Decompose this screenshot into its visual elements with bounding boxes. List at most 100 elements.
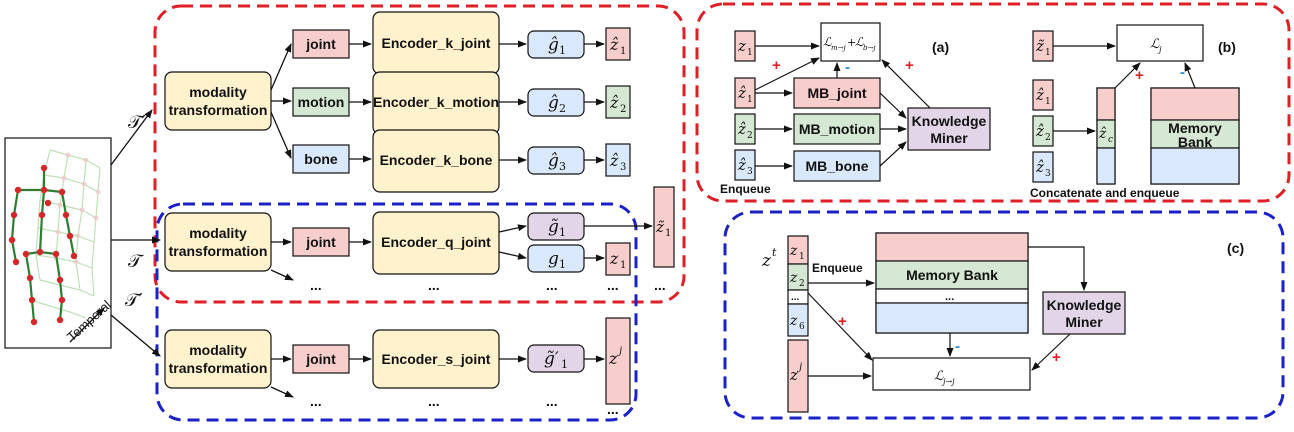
svg-text:b→j: b→j (863, 44, 876, 52)
z-hat-3-top (605, 143, 631, 177)
svg-text:...: ... (428, 393, 440, 409)
svg-text:ĝ: ĝ (548, 93, 559, 113)
svg-text:z: z (789, 270, 798, 286)
svg-text:g: g (548, 249, 559, 269)
panel-a: (a) ℒ m→j + ℒ b→j z 1 ẑ 1 ẑ 2 ẑ 3 MB_joi… (720, 22, 991, 196)
mb-bone (793, 150, 881, 182)
svg-text:transformation: transformation (169, 243, 268, 259)
plus-sign: + (905, 57, 914, 74)
minus-sign: - (955, 338, 960, 355)
svg-text:ℒ: ℒ (855, 35, 864, 49)
svg-text:3: 3 (559, 160, 566, 173)
panel-a-zh3 (734, 149, 756, 181)
svg-text:...: ... (654, 277, 666, 293)
modality-transformation-top (164, 71, 272, 131)
svg-text:ẑ: ẑ (609, 93, 619, 112)
loss-j-box (1116, 24, 1204, 62)
svg-text:1: 1 (747, 95, 753, 105)
svg-text:ẑ: ẑ (609, 35, 619, 54)
svg-text:Bank: Bank (1178, 134, 1212, 150)
svg-text:ĝ: ĝ (548, 151, 559, 171)
svg-text:transformation: transformation (169, 360, 268, 376)
motion-box-top (292, 87, 350, 117)
svg-text:z: z (789, 366, 798, 384)
svg-text:z: z (609, 249, 619, 268)
z-1-mid (605, 242, 631, 276)
knowledge-miner-c (1042, 291, 1126, 335)
panel-ab-border (695, 2, 1291, 203)
svg-text:...: ... (546, 393, 558, 409)
svg-text:1: 1 (559, 258, 566, 271)
panel-b: (b) ℒ j z̃ 1 ẑ 1 ẑ 2 ẑ 3 ẑ c Memory Bank… (1030, 24, 1240, 200)
svg-text:Encoder_q_joint: Encoder_q_joint (381, 234, 491, 250)
svg-text:g̃′: g̃′ (544, 349, 559, 369)
concat-enqueue-caption: Concatenate and enqueue (1030, 186, 1180, 200)
t-prime-bottom-label: 𝒯′ (125, 290, 143, 311)
svg-text:z: z (737, 37, 746, 55)
svg-text:2: 2 (799, 279, 805, 289)
svg-text:c: c (1108, 135, 1113, 145)
svg-text:3: 3 (1045, 169, 1051, 179)
svg-text:j: j (1157, 45, 1162, 54)
svg-text:z̃: z̃ (1035, 37, 1044, 55)
enqueue-label-a: Enqueue (720, 182, 771, 196)
mid-branch: modality transformation joint Encoder_q_… (164, 186, 675, 293)
svg-text:modality: modality (189, 84, 247, 100)
mb-motion (793, 113, 881, 145)
panel-b-zh3 (1032, 151, 1054, 183)
z-j-column-bottom (605, 317, 631, 405)
joint-box-bottom (292, 344, 350, 374)
svg-text:ẑ: ẑ (1035, 86, 1044, 104)
svg-text:...: ... (607, 401, 619, 417)
svg-text:MB_bone: MB_bone (806, 158, 869, 174)
svg-text:ℒ: ℒ (1150, 37, 1160, 52)
svg-text:2: 2 (1045, 133, 1051, 143)
bone-box-top (292, 144, 350, 174)
joint-box-mid (292, 227, 350, 257)
plus-sign: + (1052, 349, 1061, 366)
svg-text:1: 1 (799, 252, 805, 262)
svg-text:t: t (772, 246, 777, 259)
svg-text:3: 3 (620, 162, 626, 173)
svg-text:Knowledge: Knowledge (1047, 297, 1122, 313)
svg-text:2: 2 (620, 104, 626, 115)
panel-a-tag: (a) (932, 39, 949, 55)
svg-text:ẑ: ẑ (1035, 158, 1044, 176)
top-group-border (153, 4, 686, 304)
svg-text:ℒ: ℒ (934, 369, 944, 384)
svg-text:z: z (608, 349, 618, 368)
panel-c-tag: (c) (1227, 240, 1244, 256)
zt-label: z (761, 251, 772, 271)
svg-text:modality: modality (189, 225, 247, 241)
panel-b-tag: (b) (1218, 39, 1236, 55)
svg-text:3: 3 (747, 167, 753, 177)
svg-text:...: ... (945, 291, 954, 303)
svg-text:j→j: j→j (941, 377, 955, 386)
loss-jj-box (872, 357, 1031, 391)
svg-text:ẑ: ẑ (609, 151, 619, 170)
svg-text:1: 1 (559, 44, 566, 57)
svg-text:Miner: Miner (930, 130, 968, 146)
svg-text:Knowledge: Knowledge (912, 113, 987, 129)
panel-c-z6 (787, 303, 809, 337)
svg-text:1: 1 (620, 46, 626, 57)
modality-transformation-mid (164, 212, 272, 272)
panel-c: (c) z t z 1 z 2 ... z 6 Memory Bank ... … (761, 232, 1244, 413)
svg-text:z̃: z̃ (655, 218, 664, 236)
svg-text:g̃: g̃ (548, 217, 559, 237)
svg-text:Miner: Miner (1065, 314, 1103, 330)
svg-text:Memory: Memory (1168, 120, 1222, 136)
svg-text:...: ... (428, 277, 440, 293)
z-hat-1-top (605, 27, 631, 61)
svg-text:j: j (797, 362, 802, 373)
svg-text:joint: joint (305, 351, 336, 367)
svg-text:+: + (847, 36, 856, 49)
svg-text:MB_joint: MB_joint (807, 85, 866, 101)
knowledge-miner-a (907, 107, 991, 151)
plus-sign: + (838, 313, 847, 330)
panel-b-zh1 (1032, 79, 1054, 111)
svg-text:ẑ: ẑ (737, 156, 746, 174)
svg-text:Memory Bank: Memory Bank (906, 267, 998, 283)
t-mid-label: 𝒯 (128, 251, 144, 272)
